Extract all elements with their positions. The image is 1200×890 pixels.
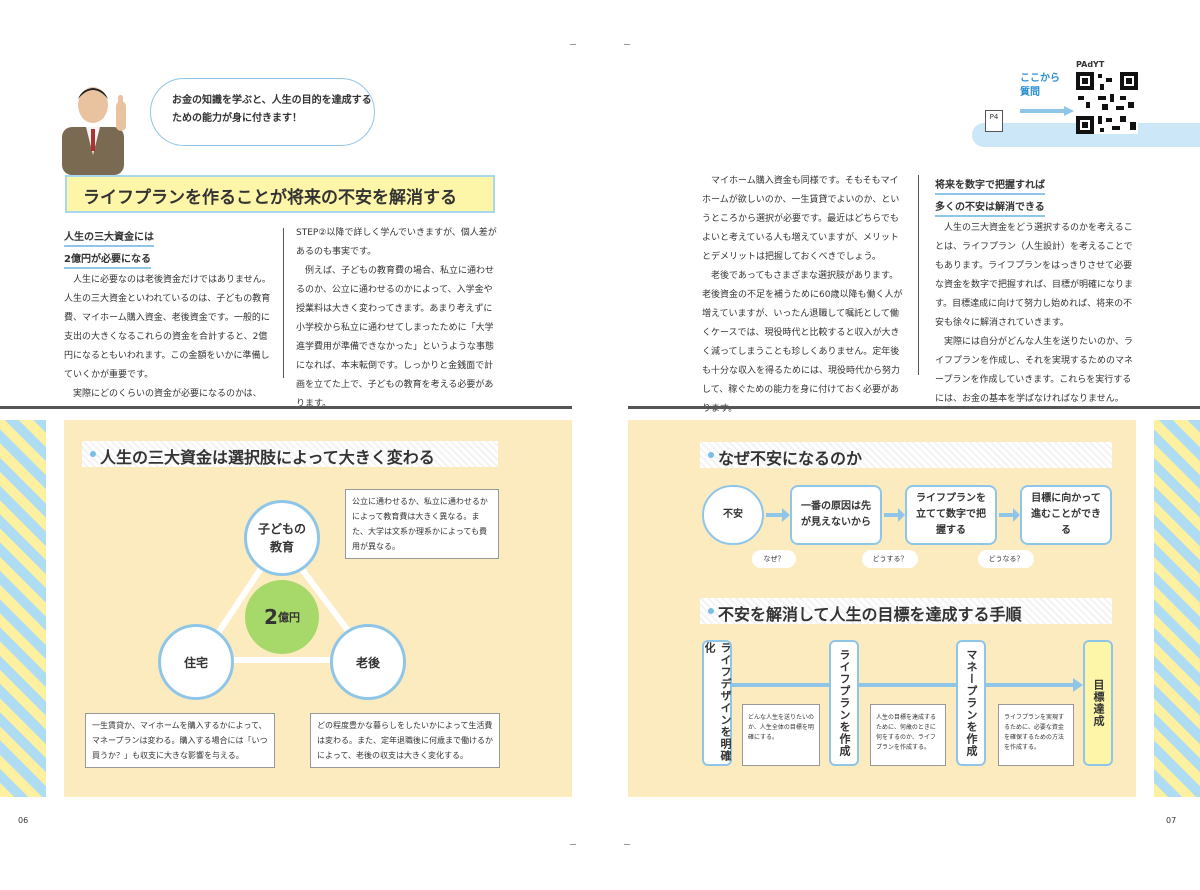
- crop-mark: [570, 44, 576, 45]
- flow1-box-label: 不安: [723, 509, 743, 520]
- flow1-box-label: 目標に向かって進むことができる: [1031, 493, 1101, 536]
- left-page-title: ライフプランを作ることが将来の不安を解消する: [65, 175, 495, 213]
- column-divider: [918, 175, 919, 375]
- diagram-title-text: 人生の三大資金は選択肢によって大きく変わる: [100, 448, 435, 467]
- flow2-note-2: 人生の目標を達成するために、何歳のときに何をするのか、ライフプランを作成する。: [870, 704, 946, 766]
- bullet-icon: [708, 452, 714, 458]
- flow1-box-label: 一番の原因は先が見えないから: [801, 501, 871, 528]
- center-total-number: 2: [264, 605, 278, 629]
- paragraph: 人生に必要なのは老後資金だけではありません。人生の三大資金といわれているのは、子…: [64, 275, 271, 380]
- flow2-step-goal: 目標達成: [1083, 640, 1113, 766]
- qr-caption-line-1: ここから: [1020, 73, 1060, 84]
- p4-badge-text: P4: [989, 113, 999, 121]
- note-education: 公立に通わせるか、私立に通わせるかによって教育費は大きく異なる。また、大学は文系…: [345, 489, 499, 559]
- flow2-step-label: 目標達成: [1092, 679, 1105, 727]
- qr-caption: ここから 質問: [1020, 72, 1060, 100]
- node-housing-label: 住宅: [183, 655, 208, 670]
- paragraph: 例えば、子どもの教育費の場合、私立に通わせるのか、公立に通わせるのかによって、入…: [296, 266, 495, 409]
- question-result: どうなる？: [978, 550, 1034, 568]
- decorative-stripes: [0, 420, 46, 797]
- flow1-box-anxiety: 不安: [702, 485, 764, 545]
- right-column-1: マイホーム購入資金も同様です。そもそもマイホームが欲しいのか、一生賃貸でよいのか…: [702, 172, 906, 419]
- flow2-arrow: [730, 678, 1083, 692]
- left-column-2: STEP②以降で詳しく学んでいきますが、個人差があるのも事実です。 例えば、子ど…: [296, 224, 500, 414]
- diagram-title: 人生の三大資金は選択肢によって大きく変わる: [82, 441, 498, 467]
- flow1-title-text: なぜ不安になるのか: [718, 449, 863, 468]
- question-why: なぜ？: [752, 550, 796, 568]
- right-column-2: 将来を数字で把握すれば 多くの不安は解消できる 人生の三大資金をどう選択するのか…: [935, 173, 1139, 409]
- flow2-title-text: 不安を解消して人生の目標を達成する手順: [718, 605, 1022, 624]
- heading-line-1: 将来を数字で把握すれば: [935, 178, 1045, 195]
- heading-line-2: 2億円が必要になる: [64, 252, 151, 269]
- speech-text: お金の知識を学ぶと、人生の目的を達成するための能力が身に付きます！: [172, 95, 372, 124]
- page-number-right: 07: [1166, 816, 1177, 825]
- node-education-line-2: 教育: [269, 540, 294, 554]
- flow1-box-plan: ライフプランを立てて数字で把握する: [905, 485, 997, 545]
- qr-code-icon[interactable]: [1076, 72, 1138, 134]
- speech-bubble: [150, 78, 375, 146]
- paragraph: STEP②以降で詳しく学んでいきますが、個人差があるのも事実です。: [296, 228, 497, 257]
- flow2-step-label: ライフプランを作成: [838, 649, 851, 757]
- paragraph: 人生の三大資金をどう選択するのかを考えることは、ライフプラン（人生設計）を考える…: [935, 223, 1134, 328]
- bullet-icon: [708, 608, 714, 614]
- paragraph: 実際には自分がどんな人生を送りたいのか、ライフプランを作成し、それを実現するため…: [935, 337, 1134, 404]
- paragraph: マイホーム購入資金も同様です。そもそもマイホームが欲しいのか、一生賃貸でよいのか…: [702, 176, 900, 262]
- node-retirement: 老後: [330, 624, 406, 700]
- flow2-title: 不安を解消して人生の目標を達成する手順: [700, 598, 1112, 624]
- flow2-step-label: マネープランを作成: [965, 649, 978, 757]
- paragraph: 実際にどのくらいの資金が必要になるのかは、: [73, 389, 262, 399]
- node-housing: 住宅: [158, 624, 234, 700]
- center-total-unit: 億円: [277, 611, 300, 624]
- flow2-note-3: ライフプランを実現するために、必要な資金を確保するための方法を作成する。: [998, 704, 1074, 766]
- qr-caption-line-2: 質問: [1020, 87, 1040, 98]
- left-page-title-text: ライフプランを作ることが将来の不安を解消する: [83, 188, 457, 208]
- bullet-icon: [90, 451, 96, 457]
- note-housing: 一生賃貸か、マイホームを購入するかによって、マネープランは変わる。購入する場合に…: [85, 713, 275, 768]
- divider-line: [628, 406, 1200, 409]
- qr-label: PAdYT: [1076, 60, 1105, 69]
- crop-mark: [570, 844, 576, 845]
- flow2-step-life-design: ライフデザインを明確化: [702, 640, 732, 766]
- crop-mark: [624, 44, 630, 45]
- node-education-line-1: 子どもの: [257, 522, 306, 536]
- flow2-step-life-plan: ライフプランを作成: [829, 640, 859, 766]
- decorative-stripes: [1154, 420, 1200, 797]
- heading-line-2: 多くの不安は解消できる: [935, 200, 1045, 217]
- heading-numbers: 将来を数字で把握すれば 多くの不安は解消できる: [935, 173, 1139, 217]
- flow1-box-label: ライフプランを立てて数字で把握する: [916, 493, 986, 536]
- paragraph: 老後であってもさまざまな選択肢があります。老後資金の不足を補うために60歳以降も…: [702, 271, 903, 414]
- triangle-connector: [194, 534, 376, 663]
- note-retirement: どの程度豊かな暮らしをしたいかによって生活費は変わる。また、定年退職後に何歳まで…: [310, 713, 500, 768]
- heading-line-1: 人生の三大資金には: [64, 230, 154, 247]
- flow1-arrows: [766, 508, 1020, 522]
- node-retirement-label: 老後: [355, 655, 380, 670]
- arrow-icon: [1020, 106, 1074, 116]
- question-how: どうする？: [862, 550, 918, 568]
- divider-line: [0, 406, 572, 409]
- author-photo: [52, 77, 144, 175]
- flow2-step-label: ライフデザインを明確化: [703, 642, 732, 762]
- node-education: 子どもの 教育: [244, 500, 320, 576]
- crop-mark: [624, 844, 630, 845]
- heading-three-funds: 人生の三大資金には 2億円が必要になる: [64, 225, 274, 269]
- p4-badge: P4: [985, 110, 1003, 132]
- flow1-box-cause: 一番の原因は先が見えないから: [790, 485, 882, 545]
- page-number-left: 06: [18, 816, 29, 825]
- flow1-title: なぜ不安になるのか: [700, 442, 1112, 468]
- left-column-1: 人生の三大資金には 2億円が必要になる 人生に必要なのは老後資金だけではありませ…: [64, 225, 274, 404]
- column-divider: [283, 228, 284, 378]
- flow2-step-money-plan: マネープランを作成: [956, 640, 986, 766]
- flow1-box-goal: 目標に向かって進むことができる: [1020, 485, 1112, 545]
- flow2-note-1: どんな人生を送りたいのか、人生全体の目標を明確にする。: [742, 704, 820, 766]
